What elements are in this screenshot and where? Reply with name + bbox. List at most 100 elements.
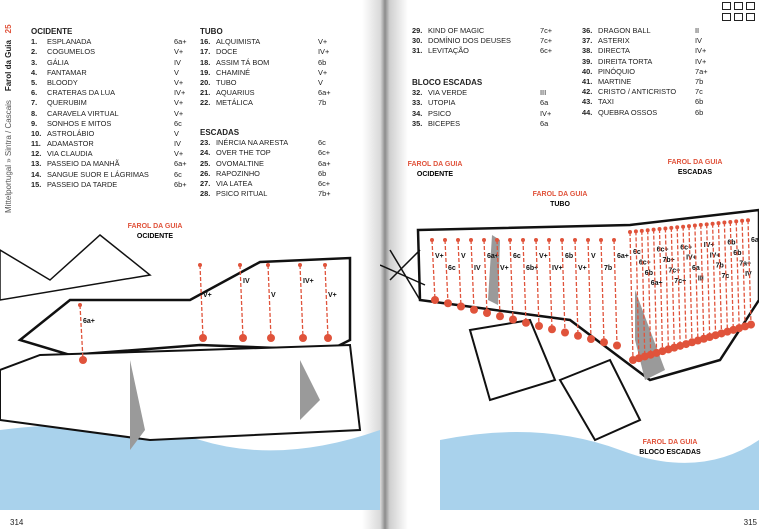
- route-number: 27.: [200, 178, 211, 188]
- page-number-left: 314: [10, 518, 24, 527]
- route-name: ASTERIX: [598, 36, 630, 46]
- route-number-marker: [457, 302, 465, 311]
- route-grade-label: 7c+: [668, 267, 680, 274]
- route-number-marker: [587, 335, 595, 343]
- route-number-marker: [431, 296, 439, 304]
- route-number: 10.: [31, 128, 42, 138]
- route-grade: II: [695, 26, 700, 35]
- route-grade-label: 6a+: [617, 253, 629, 260]
- route-line: [700, 224, 705, 339]
- route-number: 18.: [200, 57, 211, 67]
- route-number: 5.: [31, 77, 38, 87]
- route-top-anchor: [573, 238, 577, 242]
- route-grade: 6b: [318, 168, 327, 178]
- route-grade-label: 6c: [513, 253, 521, 260]
- route-grade-label: 7b+: [663, 257, 675, 264]
- route-grade-label: V: [461, 253, 466, 260]
- route-number-marker: [561, 328, 569, 337]
- route-grade-label: 6a+: [83, 318, 95, 325]
- route-grade-label: 6b: [565, 253, 573, 260]
- route-line: [717, 223, 723, 334]
- route-grade: IV: [174, 57, 181, 67]
- route-grade: 6b+: [174, 179, 187, 189]
- route-top-anchor: [645, 228, 650, 233]
- route-top-anchor: [586, 238, 590, 242]
- route-name: AQUARIUS: [216, 88, 255, 98]
- route-number-marker: [239, 334, 247, 342]
- topo-drawing-tubo-escadas: V+6cVIV6a+V+6c6b+V+IV+6bV+V7b6a+6c6c+6b6…: [380, 208, 759, 510]
- route-line: [548, 239, 553, 330]
- route-grade: IV+: [695, 56, 707, 66]
- route-number-marker: [548, 325, 556, 334]
- route-line: [600, 239, 605, 343]
- route-line: [629, 231, 634, 361]
- route-grade: V+: [174, 108, 184, 118]
- route-name: PASSEIO DA MANHÃ: [47, 159, 120, 169]
- route-top-anchor: [560, 238, 564, 242]
- route-line: [587, 239, 592, 340]
- route-name: SONHOS E MITOS: [47, 118, 112, 128]
- route-grade: 7b: [695, 76, 704, 86]
- route-number: 6.: [31, 88, 38, 98]
- route-grade: V: [318, 77, 323, 87]
- route-number-marker: [324, 334, 332, 342]
- route-top-anchor: [534, 238, 538, 242]
- route-line: [267, 264, 272, 339]
- route-grade: 7c+: [540, 36, 553, 46]
- route-number-marker: [496, 312, 504, 321]
- topo-sector: TUBO: [550, 201, 570, 208]
- rock-outline: [416, 208, 759, 382]
- route-line: [711, 223, 717, 336]
- route-top-anchor: [716, 221, 721, 226]
- route-top-anchor: [78, 303, 82, 307]
- route-line: [324, 264, 329, 339]
- route-grade: 6c+: [540, 46, 553, 56]
- route-name: DOMÍNIO DOS DEUSES: [428, 36, 511, 46]
- route-grade: IV+: [695, 46, 707, 56]
- route-grade-label: IV+: [710, 252, 721, 259]
- route-line: [635, 231, 640, 359]
- route-number-marker: [747, 320, 755, 329]
- route-number: 17.: [200, 47, 211, 57]
- route-number: 19.: [200, 67, 211, 77]
- topo-sector: ESCADAS: [677, 169, 713, 176]
- route-top-anchor: [746, 218, 750, 223]
- route-top-anchor: [669, 225, 674, 230]
- route-name: PASSEIO DA TARDE: [47, 179, 118, 189]
- route-name: SANGUE SUOR E LÁGRIMAS: [47, 169, 149, 179]
- route-top-anchor: [266, 263, 270, 267]
- route-line: [706, 224, 711, 338]
- route-grade: V+: [174, 47, 184, 57]
- route-name: DIREITA TORTA: [598, 56, 653, 66]
- route-top-anchor: [633, 229, 638, 234]
- route-line: [431, 239, 436, 301]
- route-line: [444, 239, 449, 304]
- sector-heading: ESCADAS: [200, 128, 240, 137]
- grid-view-icon: [722, 2, 755, 21]
- route-grade-label: 7b: [604, 265, 612, 272]
- route-number-marker: [444, 299, 452, 308]
- route-top-anchor: [722, 220, 727, 225]
- route-number-marker: [267, 334, 275, 342]
- route-name: GÁLIA: [47, 57, 69, 67]
- route-number-marker: [574, 331, 582, 340]
- route-grade-label: IV: [474, 265, 481, 272]
- route-number: 1.: [31, 37, 38, 47]
- route-name: DIRECTA: [598, 46, 630, 56]
- route-name: VIA CLAUDIA: [47, 149, 93, 159]
- route-grade-label: IV+: [552, 265, 563, 272]
- route-line: [676, 227, 681, 346]
- route-number-marker: [199, 334, 207, 342]
